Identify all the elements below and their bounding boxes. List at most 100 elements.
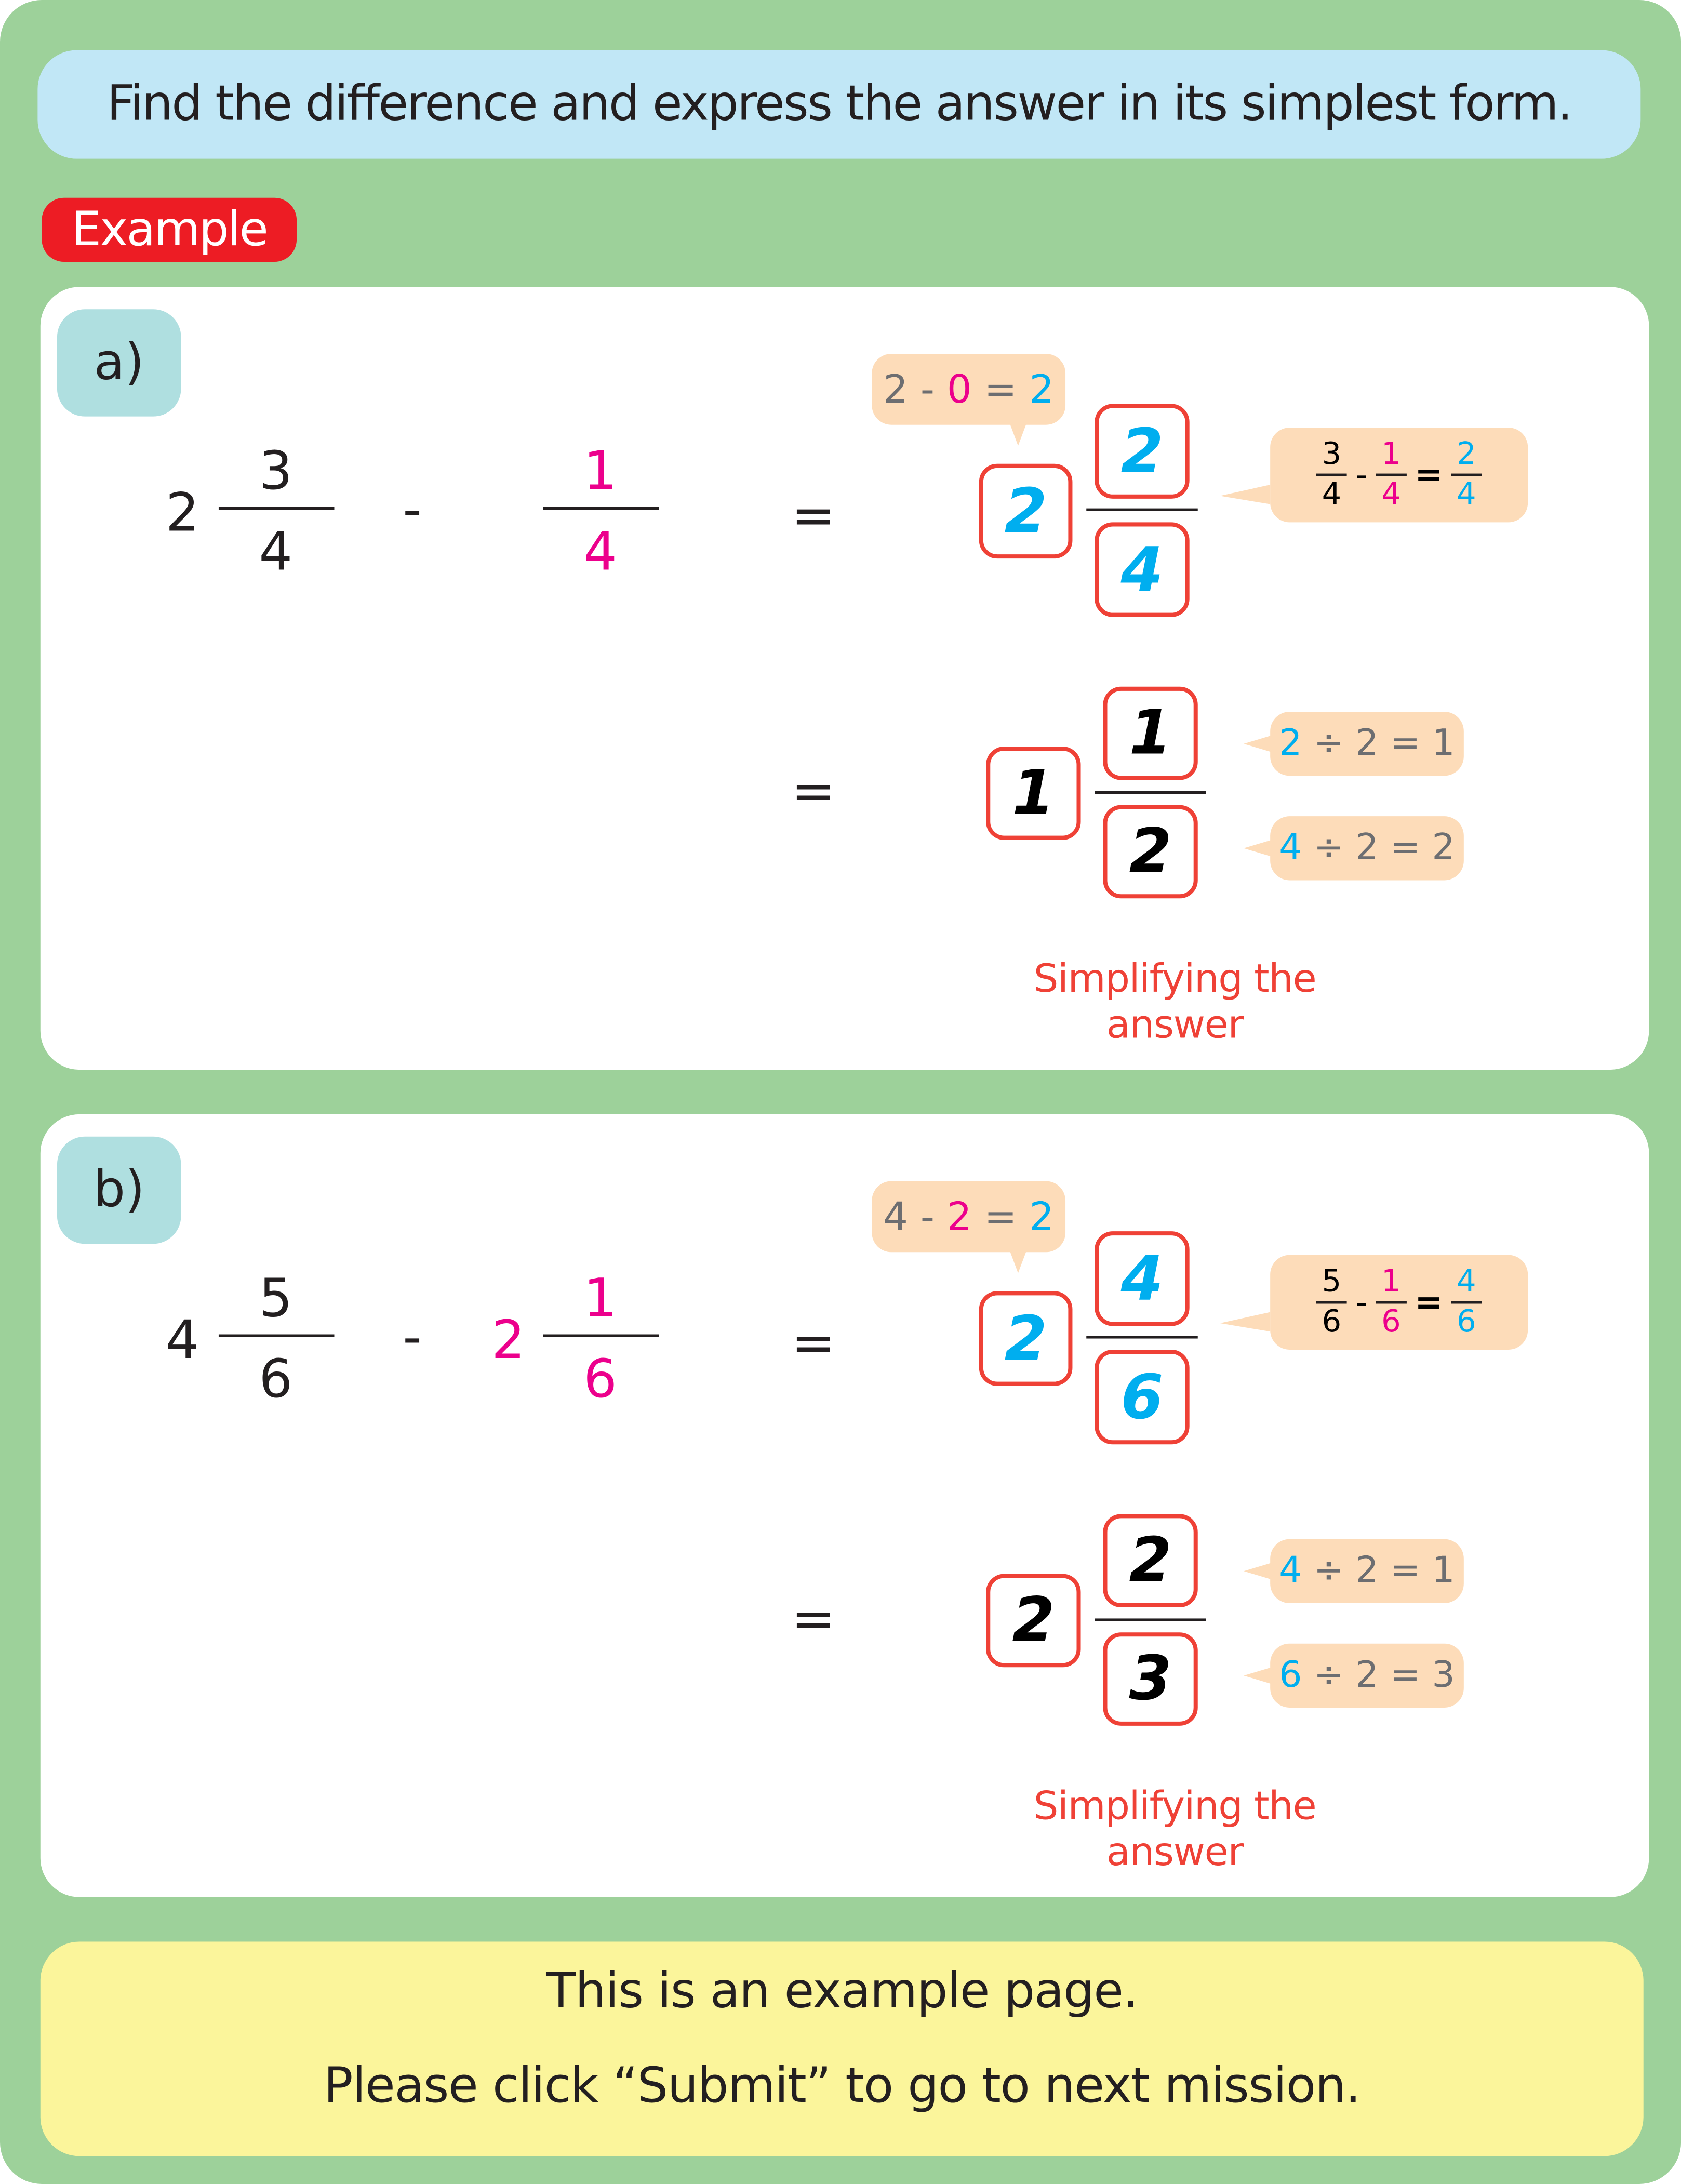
hint-den: 4 xyxy=(1457,477,1476,512)
problem-label: a) xyxy=(57,309,181,417)
bubble-tail xyxy=(1009,1250,1026,1273)
hint-den: 6 xyxy=(1322,1304,1342,1339)
bubble-tail xyxy=(1244,735,1272,752)
bubble-tail xyxy=(1244,1667,1272,1684)
answer-denominator-box: 4 xyxy=(1095,522,1190,617)
bubble-tail xyxy=(1244,1563,1272,1580)
hint-result: 3 xyxy=(1432,1655,1455,1697)
hint-a: 4 xyxy=(1279,827,1302,870)
division-hint-bubble: 2 ÷ 2 = 1 xyxy=(1270,712,1464,776)
fraction-bar xyxy=(1095,1618,1206,1621)
equals-sign: = xyxy=(791,760,836,822)
bubble-tail xyxy=(1220,485,1271,504)
right-numerator: 1 xyxy=(583,1267,617,1329)
hint-eq: = xyxy=(984,1193,1017,1240)
footer-line-2: Please click “Submit” to go to next miss… xyxy=(323,2058,1361,2114)
hint-b: 2 xyxy=(1355,1655,1379,1697)
hint-eq: = xyxy=(1390,1550,1421,1592)
hint-b: 2 xyxy=(1355,723,1379,765)
hint-op: ÷ xyxy=(1313,1655,1344,1697)
right-denominator: 6 xyxy=(583,1348,617,1410)
example-badge: Example xyxy=(42,197,297,262)
fraction-bar xyxy=(1086,508,1198,511)
hint-result: 2 xyxy=(1029,1193,1055,1240)
hint-num: 4 xyxy=(1451,1266,1482,1303)
hint-b: 0 xyxy=(946,366,972,412)
simplified-whole-box: 2 xyxy=(986,1574,1081,1668)
answer-whole-box: 2 xyxy=(979,1291,1073,1386)
fraction-bar xyxy=(543,507,659,510)
equals-sign: = xyxy=(791,1588,836,1649)
problem-label: b) xyxy=(57,1136,181,1244)
right-denominator: 4 xyxy=(583,521,617,582)
instruction-banner: Find the difference and express the answ… xyxy=(37,50,1641,159)
hint-op: ÷ xyxy=(1313,1550,1344,1592)
hint-eq: = xyxy=(1390,1655,1421,1697)
hint-num: 5 xyxy=(1316,1266,1347,1303)
minus-sign: - xyxy=(403,479,422,541)
fraction-bar xyxy=(218,507,335,510)
simplified-numerator-box: 1 xyxy=(1103,686,1198,780)
simplifying-note: Simplifying the answer xyxy=(1033,1782,1317,1875)
footer-line-1: This is an example page. xyxy=(546,1964,1138,2020)
hint-b: 2 xyxy=(946,1193,972,1240)
bubble-tail xyxy=(1244,840,1272,857)
hint-op: - xyxy=(1355,1283,1368,1322)
hint-result: 2 xyxy=(1432,827,1455,870)
problem-label-text: b) xyxy=(93,1162,145,1219)
instruction-text: Find the difference and express the answ… xyxy=(106,76,1573,132)
fraction-bar xyxy=(1086,1336,1198,1339)
left-numerator: 5 xyxy=(259,1267,293,1329)
hint-b: 2 xyxy=(1355,827,1379,870)
example-label: Example xyxy=(71,202,268,258)
hint-den: 6 xyxy=(1381,1304,1401,1339)
simplified-denominator-box: 3 xyxy=(1103,1632,1198,1726)
hint-num: 2 xyxy=(1451,439,1482,476)
left-denominator: 6 xyxy=(259,1348,293,1410)
simplified-numerator-box: 2 xyxy=(1103,1514,1198,1607)
hint-eq: = xyxy=(984,366,1017,412)
hint-a: 6 xyxy=(1279,1655,1302,1697)
hint-result: 1 xyxy=(1432,1550,1455,1592)
division-hint-bubble: 6 ÷ 2 = 3 xyxy=(1270,1643,1464,1708)
hint-den: 4 xyxy=(1381,477,1401,512)
answer-denominator-box: 6 xyxy=(1095,1349,1190,1445)
hint-a: 2 xyxy=(883,366,909,412)
whole-number-hint-bubble: 4 - 2 = 2 xyxy=(872,1181,1066,1253)
fraction-bar xyxy=(1095,791,1206,794)
right-numerator: 1 xyxy=(583,440,617,502)
hint-eq: = xyxy=(1415,1283,1443,1322)
hint-num: 1 xyxy=(1376,1266,1407,1303)
hint-a: 2 xyxy=(1279,723,1302,765)
fraction-bar xyxy=(218,1334,335,1337)
hint-a: 4 xyxy=(883,1193,909,1240)
left-whole: 4 xyxy=(165,1309,199,1371)
right-whole: 2 xyxy=(491,1309,526,1371)
hint-a: 4 xyxy=(1279,1550,1302,1592)
whole-number-hint-bubble: 2 - 0 = 2 xyxy=(872,353,1066,425)
division-hint-bubble: 4 ÷ 2 = 1 xyxy=(1270,1539,1464,1603)
hint-eq: = xyxy=(1390,723,1421,765)
division-hint-bubble: 4 ÷ 2 = 2 xyxy=(1270,816,1464,881)
hint-result: 2 xyxy=(1029,366,1055,412)
simplified-whole-box: 1 xyxy=(986,747,1081,840)
hint-eq: = xyxy=(1415,455,1443,495)
hint-eq: = xyxy=(1390,827,1421,870)
simplifying-note: Simplifying the answer xyxy=(1033,955,1317,1048)
hint-num: 3 xyxy=(1316,439,1347,476)
hint-op: ÷ xyxy=(1313,723,1344,765)
answer-numerator-box: 4 xyxy=(1095,1231,1190,1326)
left-numerator: 3 xyxy=(259,440,293,502)
hint-op: ÷ xyxy=(1313,827,1344,870)
answer-whole-box: 2 xyxy=(979,463,1073,559)
hint-b: 2 xyxy=(1355,1550,1379,1592)
bubble-tail xyxy=(1009,423,1026,446)
minus-sign: - xyxy=(403,1306,422,1368)
hint-result: 1 xyxy=(1432,723,1455,765)
hint-op: - xyxy=(920,1193,935,1240)
